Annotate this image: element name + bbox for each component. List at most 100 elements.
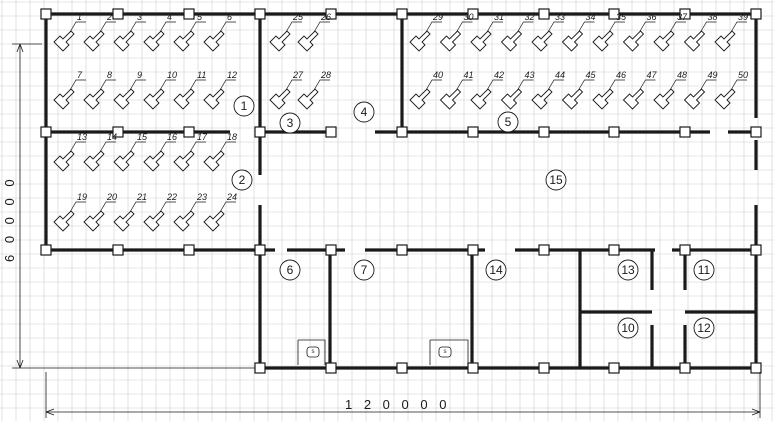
room-number: 13	[621, 263, 635, 277]
workstation: 38	[683, 12, 718, 52]
workstation-number: 49	[708, 70, 718, 80]
desk-shape	[653, 88, 675, 110]
workstation-number: 40	[433, 70, 443, 80]
leader-line	[219, 141, 236, 153]
leader-line	[219, 201, 236, 213]
column	[396, 126, 408, 138]
workstation-number: 33	[555, 12, 565, 22]
desk-shape	[113, 30, 135, 52]
column	[538, 8, 550, 20]
room-number: 10	[621, 321, 635, 335]
desk-shape	[143, 210, 165, 232]
dimension-length: 1 2 0 0 0 0	[345, 397, 450, 412]
leader-line	[456, 79, 473, 91]
leader-line	[219, 79, 236, 91]
desk-shape	[143, 88, 165, 110]
leader-line	[669, 21, 686, 33]
desk-shape	[53, 150, 75, 172]
leader-line	[129, 21, 146, 33]
desk-shape	[203, 88, 225, 110]
sanitary-fixtures: s s	[297, 339, 469, 365]
desk-shape	[439, 88, 462, 110]
room-tag: 2	[231, 169, 253, 191]
workstation: 35	[592, 12, 627, 52]
column	[40, 8, 52, 20]
column	[679, 362, 691, 374]
leader-line	[486, 79, 503, 91]
room-number: 6	[287, 263, 294, 277]
workstation: 49	[683, 70, 718, 110]
workstation-number: 13	[77, 132, 87, 142]
workstation: 27	[269, 70, 304, 110]
desk-shape	[470, 88, 492, 110]
workstation-number: 2	[106, 12, 112, 22]
leader-line	[700, 21, 717, 33]
desk-shape	[297, 88, 319, 110]
leader-line	[425, 21, 442, 33]
workstation-number: 5	[197, 12, 203, 22]
room-number: 15	[549, 173, 563, 187]
workstation-number: 15	[137, 132, 148, 142]
leader-line	[285, 21, 302, 33]
room-tag: 12	[693, 317, 715, 339]
desk-shape	[203, 210, 225, 232]
workstation-number: 20	[106, 192, 117, 202]
column	[40, 244, 52, 256]
room-tag-circle	[497, 111, 519, 133]
desk-shape	[500, 30, 523, 52]
room-number: 2	[239, 173, 246, 187]
column	[112, 244, 124, 256]
desk-shape	[683, 88, 706, 110]
workstation-number: 18	[227, 132, 237, 142]
leader-line	[99, 201, 116, 213]
desk-shape	[439, 30, 462, 52]
workstation: 13	[53, 132, 87, 172]
column	[679, 244, 691, 256]
desk-shape	[53, 30, 75, 52]
column	[679, 126, 691, 138]
column	[112, 126, 124, 138]
room-tag-circle	[279, 112, 301, 134]
workstation-number: 36	[647, 12, 657, 22]
column	[40, 126, 52, 138]
desk-shape	[113, 88, 135, 110]
leader-line	[517, 21, 534, 33]
leader-line	[578, 79, 595, 91]
fixture-mark: s	[444, 349, 447, 355]
workstation-number: 34	[586, 12, 596, 22]
column	[750, 244, 762, 256]
leader-line	[69, 201, 86, 213]
room-tag: 6	[279, 259, 301, 281]
column	[467, 8, 479, 20]
desk-shape	[269, 30, 291, 52]
room-tag-circle	[233, 95, 255, 117]
workstation: 29	[409, 12, 443, 52]
workstation-number: 4	[167, 12, 172, 22]
workstation-number: 37	[677, 12, 688, 22]
workstation-number: 46	[616, 70, 626, 80]
leader-line	[547, 21, 564, 33]
workstation: 7	[53, 70, 86, 110]
workstation: 5	[173, 12, 206, 52]
column	[325, 126, 337, 138]
workstation: 20	[83, 192, 117, 232]
leader-line	[189, 201, 206, 213]
column	[254, 362, 266, 374]
desk-shape	[409, 30, 431, 52]
column	[538, 244, 550, 256]
desk-shape	[470, 30, 492, 52]
workstation: 31	[470, 12, 504, 52]
workstation: 18	[203, 132, 237, 172]
workstation-number: 38	[708, 12, 718, 22]
leader-line	[456, 21, 473, 33]
leader-line	[159, 201, 176, 213]
leader-line	[578, 21, 595, 33]
workstation: 30	[439, 12, 474, 52]
leader-line	[285, 79, 302, 91]
workstation-number: 43	[525, 70, 535, 80]
workstation: 47	[622, 70, 658, 110]
room-tag-circle	[279, 259, 301, 281]
workstation-number: 16	[167, 132, 177, 142]
leader-line	[669, 79, 686, 91]
